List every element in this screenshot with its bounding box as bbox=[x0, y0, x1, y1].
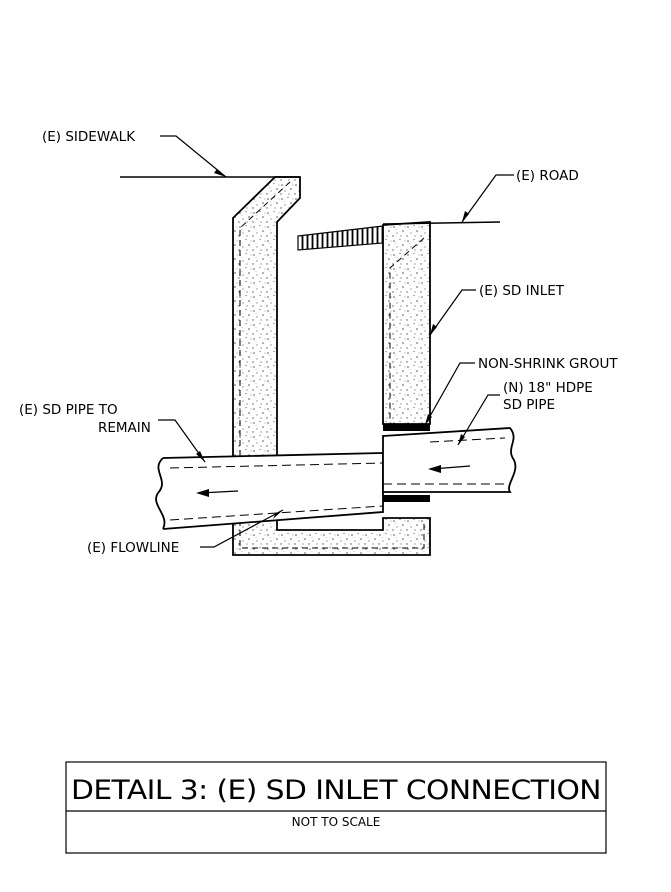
label-new-pipe-line1: (N) 18" HDPE bbox=[503, 380, 593, 396]
grout-bottom bbox=[383, 495, 430, 502]
leader-existing-pipe bbox=[158, 419, 206, 463]
label-existing-pipe-line1: (E) SD PIPE TO bbox=[19, 402, 118, 418]
leader-flowline bbox=[200, 509, 284, 548]
title-block-frame bbox=[65, 761, 607, 854]
existing-pipe-body bbox=[162, 452, 384, 530]
label-road: (E) ROAD bbox=[516, 168, 579, 184]
road-grade-line bbox=[382, 221, 501, 225]
flow-arrow-left bbox=[196, 489, 239, 497]
label-flowline: (E) FLOWLINE bbox=[87, 540, 179, 556]
new-hdpe-pipe bbox=[382, 427, 517, 493]
grout-top bbox=[383, 424, 430, 431]
leader-road bbox=[461, 174, 514, 223]
existing-pipe-break bbox=[155, 457, 166, 530]
new-pipe-inner-top bbox=[429, 437, 506, 443]
new-pipe-body bbox=[382, 427, 517, 493]
leader-new-pipe bbox=[457, 394, 500, 446]
label-existing-pipe-line2: REMAIN bbox=[98, 420, 151, 436]
leader-lines bbox=[158, 135, 514, 548]
callout-labels: (E) SIDEWALK (E) ROAD (E) SD INLET NON-S… bbox=[19, 129, 618, 556]
label-grout: NON-SHRINK GROUT bbox=[478, 356, 618, 372]
leader-grout bbox=[424, 362, 475, 426]
title-block: DETAIL 3: (E) SD INLET CONNECTION NOT TO… bbox=[65, 761, 607, 854]
leader-sd-inlet bbox=[429, 289, 476, 336]
curb-gutter-hatch bbox=[297, 225, 384, 251]
detail-scale-note: NOT TO SCALE bbox=[292, 815, 381, 829]
existing-pipe-invert-top bbox=[169, 462, 384, 469]
inlet-wall-left-inner-line bbox=[239, 181, 425, 549]
non-shrink-grout bbox=[383, 424, 430, 502]
flow-arrow-right bbox=[428, 465, 471, 473]
label-sidewalk: (E) SIDEWALK bbox=[42, 129, 136, 145]
leader-sidewalk bbox=[160, 135, 227, 178]
inlet-wall-right-inner-line bbox=[389, 237, 425, 424]
label-sd-inlet: (E) SD INLET bbox=[479, 283, 565, 299]
detail-title: DETAIL 3: (E) SD INLET CONNECTION bbox=[71, 775, 601, 806]
label-new-pipe-line2: SD PIPE bbox=[503, 397, 555, 413]
